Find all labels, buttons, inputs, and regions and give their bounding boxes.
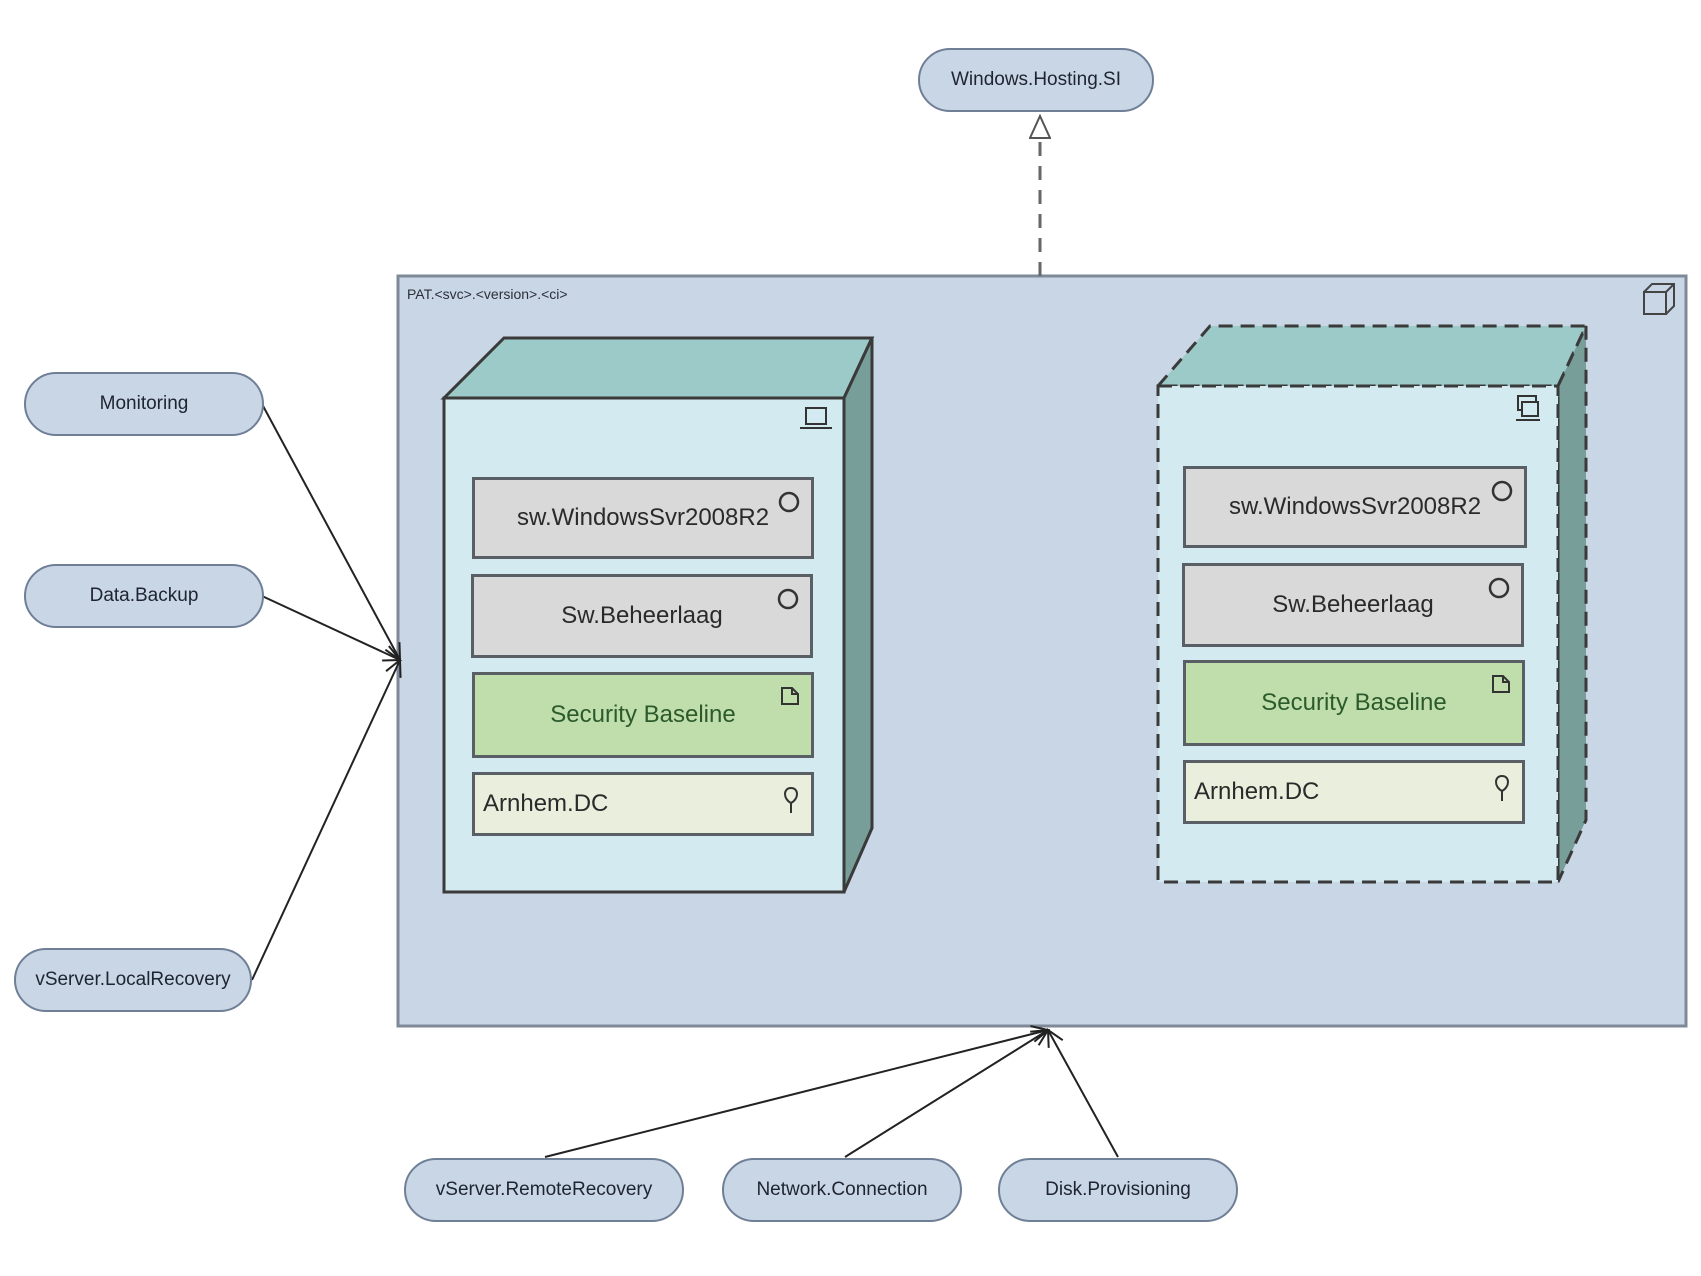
interface-icon <box>1491 480 1513 502</box>
laptop-icon <box>800 407 832 429</box>
service-vserver-remoterecovery[interactable]: vServer.RemoteRecovery <box>404 1158 684 1222</box>
node-2-component-windows-server[interactable]: sw.WindowsSvr2008R2 <box>1183 466 1527 548</box>
service-monitoring[interactable]: Monitoring <box>24 372 264 436</box>
frame-node-icon <box>1643 283 1675 315</box>
service-disk-provisioning[interactable]: Disk.Provisioning <box>998 1158 1238 1222</box>
node-1-component-location[interactable]: Arnhem.DC <box>472 772 814 836</box>
component-label: Sw.Beheerlaag <box>561 602 723 629</box>
location-pin-icon <box>1495 774 1509 801</box>
interface-icon <box>778 491 800 513</box>
interface-icon <box>1488 577 1510 599</box>
service-windows-hosting[interactable]: Windows.Hosting.SI <box>918 48 1154 112</box>
node-2-component-beheerlaag[interactable]: Sw.Beheerlaag <box>1182 563 1524 647</box>
interface-icon <box>777 588 799 610</box>
component-label: Sw.Beheerlaag <box>1272 591 1434 618</box>
frame-title: PAT.<svc>.<version>.<ci> <box>407 286 568 302</box>
component-label: Arnhem.DC <box>1194 778 1320 805</box>
node-2-component-location[interactable]: Arnhem.DC <box>1183 760 1525 824</box>
node-2-component-security-baseline[interactable]: Security Baseline <box>1183 660 1525 746</box>
bottom-service-connectors <box>544 1030 1119 1158</box>
left-service-connectors <box>251 403 400 981</box>
service-vserver-localrecovery[interactable]: vServer.LocalRecovery <box>14 948 252 1012</box>
service-network-connection[interactable]: Network.Connection <box>722 1158 962 1222</box>
artifact-icon <box>781 687 799 705</box>
component-label: Security Baseline <box>550 701 736 728</box>
artifact-icon <box>1492 675 1510 693</box>
service-data-backup[interactable]: Data.Backup <box>24 564 264 628</box>
node-1-component-windows-server[interactable]: sw.WindowsSvr2008R2 <box>472 477 814 559</box>
component-label: sw.WindowsSvr2008R2 <box>1228 493 1482 520</box>
node-1-component-beheerlaag[interactable]: Sw.Beheerlaag <box>471 574 813 658</box>
component-label: sw.WindowsSvr2008R2 <box>516 504 770 531</box>
location-pin-icon <box>784 786 798 813</box>
component-label: Arnhem.DC <box>483 790 609 817</box>
device-icon <box>1516 395 1540 421</box>
component-label: Security Baseline <box>1261 689 1447 716</box>
node-1-component-security-baseline[interactable]: Security Baseline <box>472 672 814 758</box>
